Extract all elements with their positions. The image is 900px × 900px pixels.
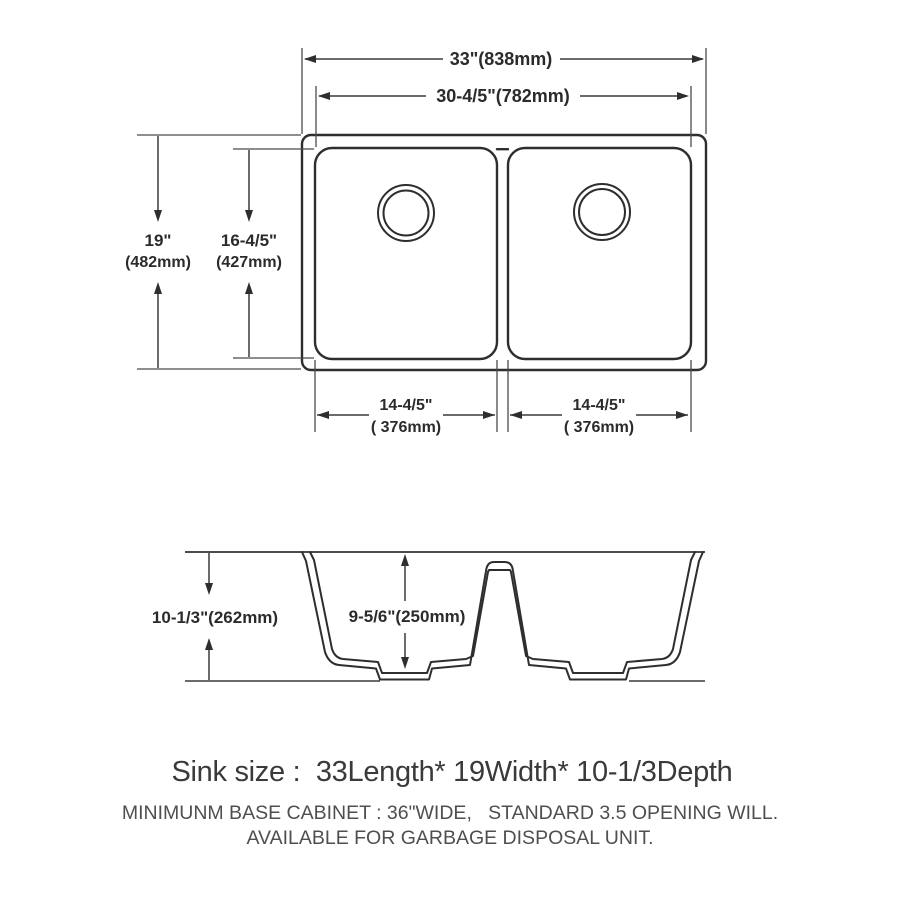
arrowhead-up <box>401 554 409 566</box>
sink-rim-outline <box>300 133 708 372</box>
right-bowl-outline <box>506 146 693 361</box>
left-bowl-outline <box>313 146 499 361</box>
right-drain-icon-inner <box>578 188 626 236</box>
top-view: 33"(838mm) 30-4/5"(782mm) 19" (482mm) <box>125 48 708 436</box>
arrowhead-left <box>304 55 316 63</box>
arrowhead-down <box>154 210 162 222</box>
footer: Sink size : 33Length* 19Width* 10-1/3Dep… <box>122 756 778 849</box>
section-outer-contour <box>301 551 704 681</box>
label-right-bowl-mm: ( 376mm) <box>564 419 634 436</box>
label-bowl-depth: 9-5/6"(250mm) <box>349 607 466 626</box>
left-drain-icon <box>377 184 435 242</box>
label-overall-depth-in: 19" <box>145 231 172 250</box>
arrowhead-down <box>401 657 409 669</box>
arrowhead-down <box>245 210 253 222</box>
dimension-bowl-depth: 9-5/6"(250mm) <box>349 554 466 669</box>
label-inner-depth-mm: (427mm) <box>216 254 282 271</box>
arrowhead-right <box>483 411 495 419</box>
dimension-right-bowl-width: 14-4/5" ( 376mm) <box>507 360 692 436</box>
arrowhead-left <box>318 92 330 100</box>
arrowhead-left <box>510 411 522 419</box>
dimension-inner-width: 30-4/5"(782mm) <box>315 86 692 147</box>
side-view: 10-1/3"(262mm) 9-5/6"(250mm) <box>152 551 705 682</box>
dimension-overall-height: 10-1/3"(262mm) <box>152 553 278 680</box>
arrowhead-left <box>317 411 329 419</box>
arrowhead-up <box>205 638 213 650</box>
label-overall-depth-mm: (482mm) <box>125 254 191 271</box>
cabinet-note: MINIMUNM BASE CABINET : 36"WIDE, STANDAR… <box>122 802 778 824</box>
section-inner-contour <box>309 551 696 674</box>
dimension-overall-depth: 19" (482mm) <box>125 134 301 370</box>
arrowhead-down <box>205 583 213 595</box>
label-right-bowl-in: 14-4/5" <box>573 397 626 414</box>
arrowhead-right <box>692 55 704 63</box>
dimension-overall-width: 33"(838mm) <box>301 48 707 134</box>
label-left-bowl-in: 14-4/5" <box>380 397 433 414</box>
label-overall-height: 10-1/3"(262mm) <box>152 608 278 627</box>
arrowhead-up <box>154 282 162 294</box>
disposal-note: AVAILABLE FOR GARBAGE DISPOSAL UNIT. <box>246 827 653 849</box>
right-drain-icon <box>573 183 631 241</box>
label-overall-width: 33"(838mm) <box>450 49 553 69</box>
label-inner-width: 30-4/5"(782mm) <box>436 86 570 106</box>
arrowhead-right <box>676 411 688 419</box>
arrowhead-right <box>677 92 689 100</box>
sink-size-summary: Sink size : 33Length* 19Width* 10-1/3Dep… <box>171 756 732 788</box>
dimension-left-bowl-width: 14-4/5" ( 376mm) <box>314 360 498 436</box>
label-left-bowl-mm: ( 376mm) <box>371 419 441 436</box>
label-inner-depth-in: 16-4/5" <box>221 231 277 250</box>
left-drain-icon-inner <box>382 189 430 237</box>
arrowhead-up <box>245 282 253 294</box>
dimension-inner-depth: 16-4/5" (427mm) <box>216 148 314 359</box>
